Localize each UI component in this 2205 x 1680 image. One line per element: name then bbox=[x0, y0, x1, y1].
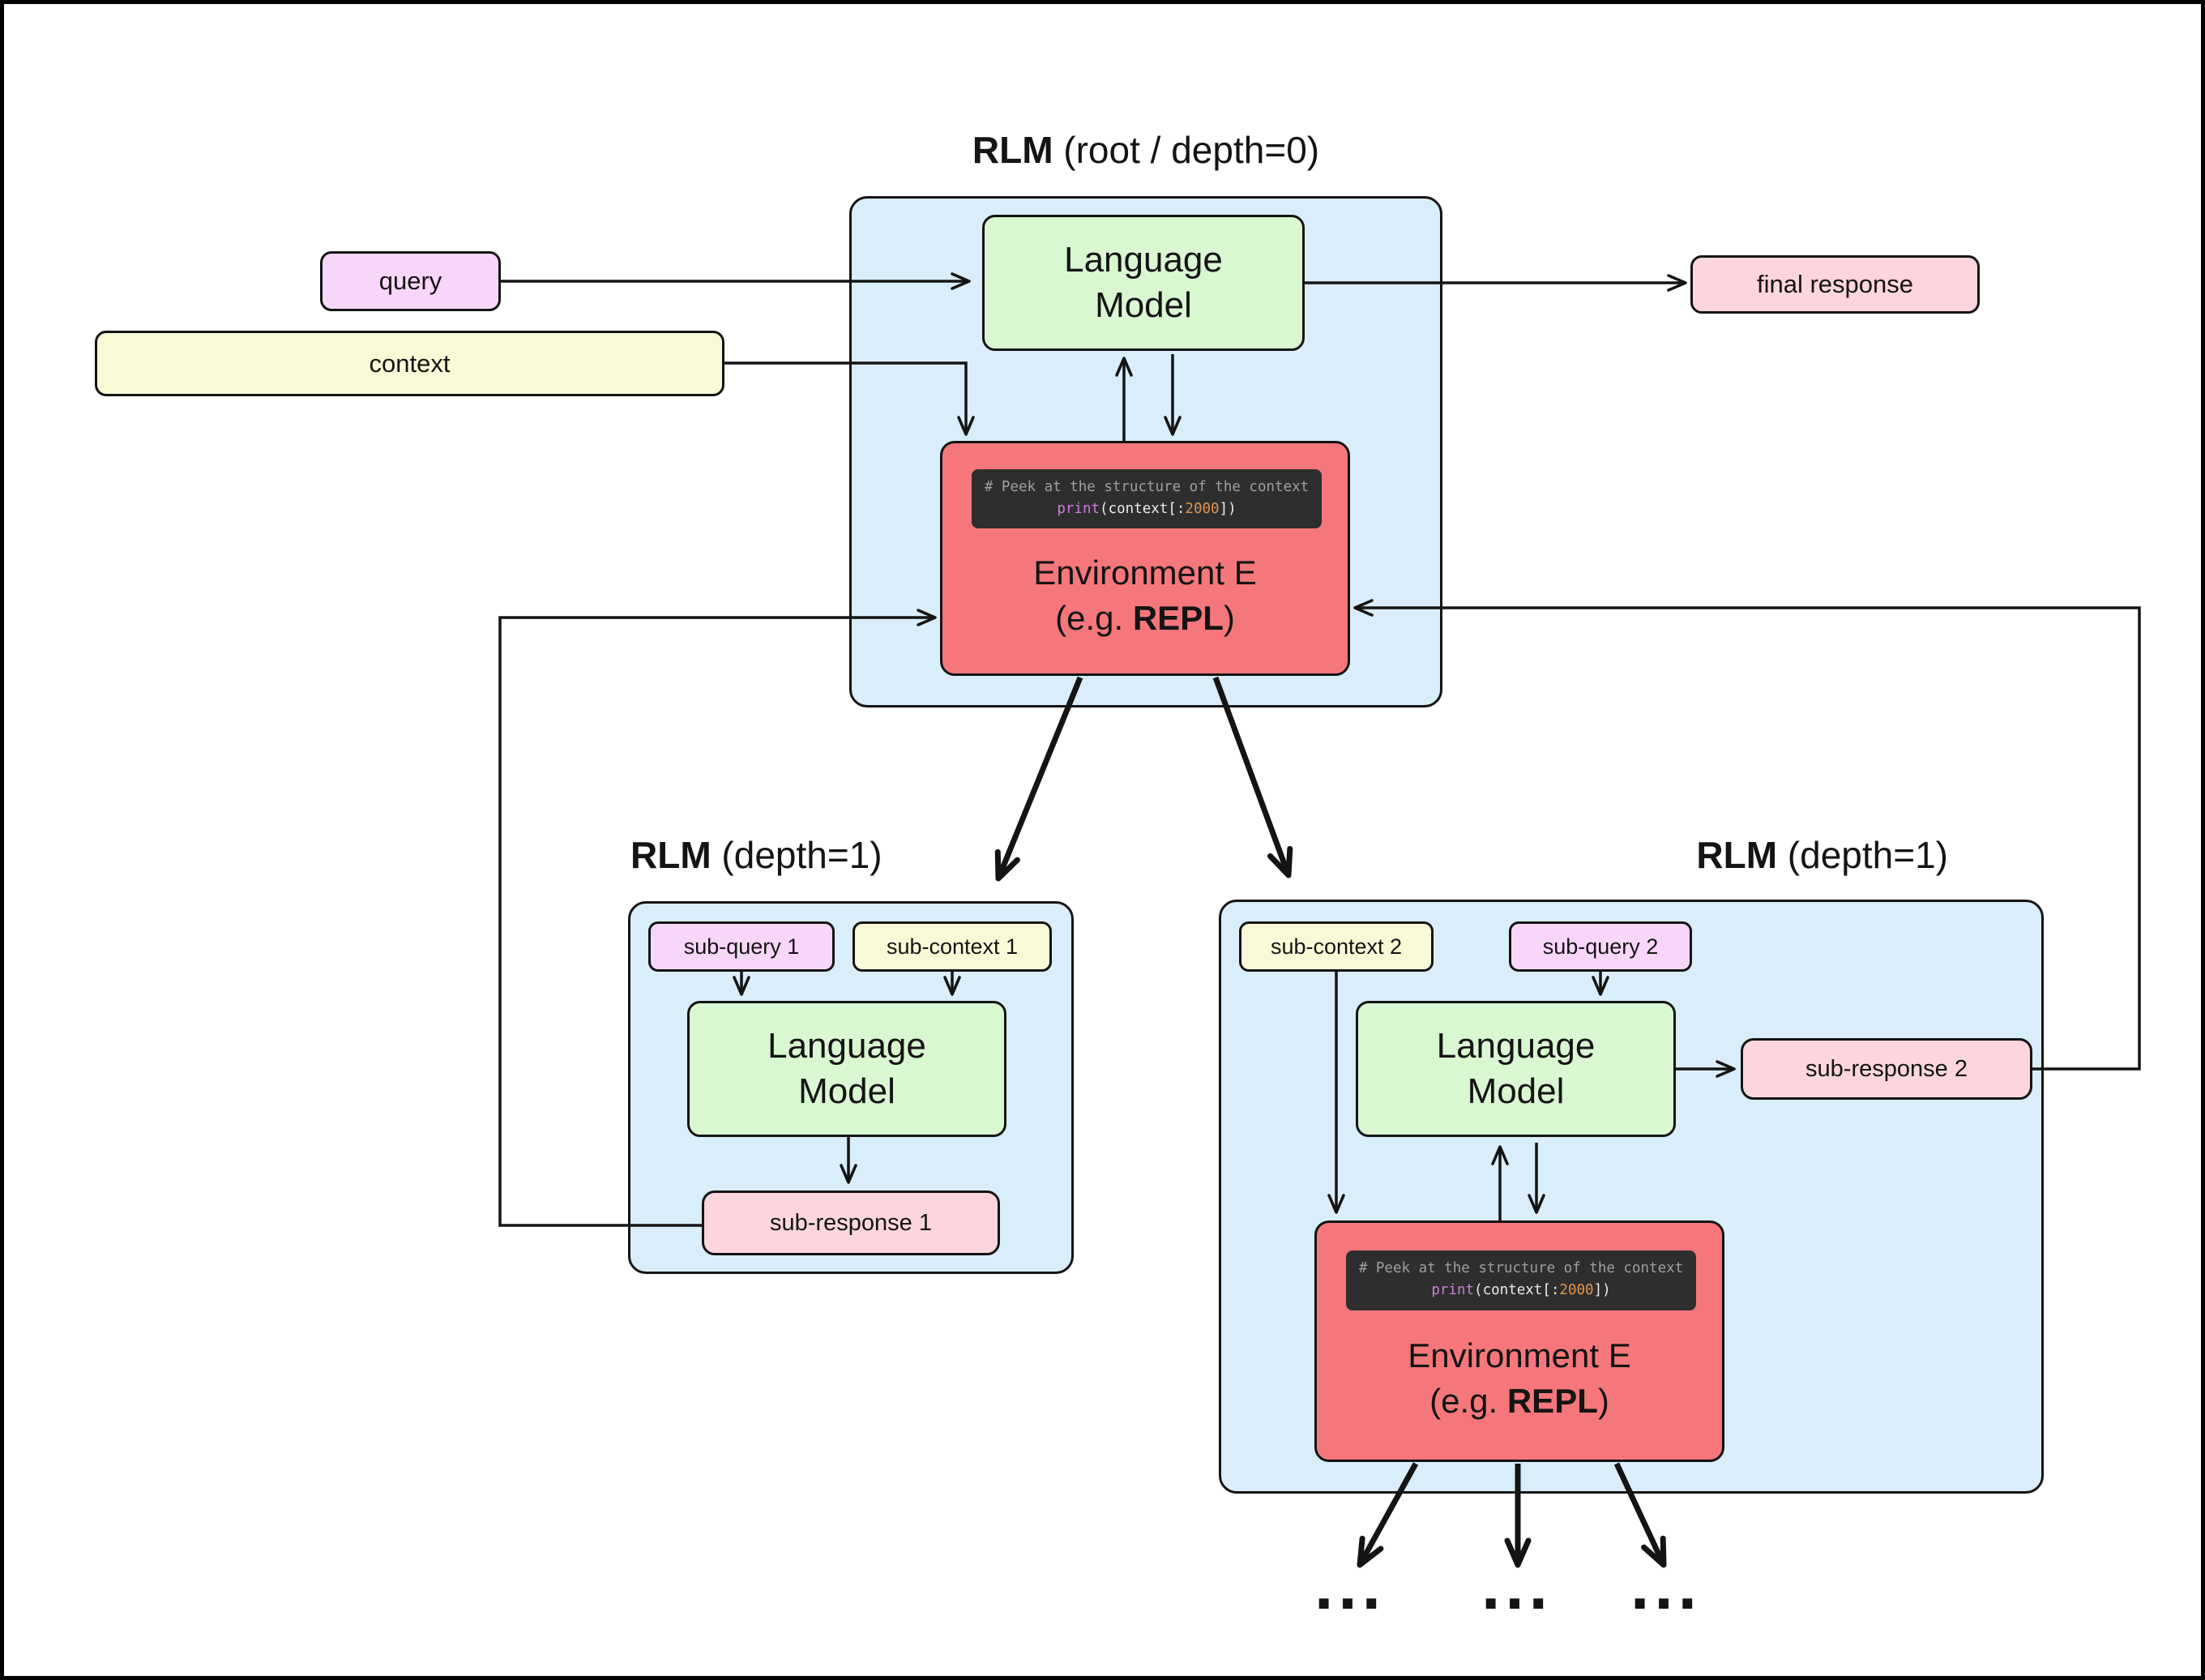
code-open: (context[: bbox=[1474, 1282, 1560, 1298]
root-language-model-label: Language Model bbox=[1064, 240, 1223, 325]
code-keyword-print: print bbox=[1057, 501, 1100, 517]
ellipsis-left: ... bbox=[1314, 1547, 1386, 1623]
eg-suffix: ) bbox=[1597, 1382, 1609, 1420]
sub2-language-model-label: Language Model bbox=[1436, 1026, 1596, 1111]
query-label: query bbox=[378, 267, 442, 295]
root-rlm-title: RLM (root / depth=0) bbox=[849, 128, 1442, 172]
root-rlm-title-rest: (root / depth=0) bbox=[1053, 129, 1320, 171]
sub1-language-model-box: Language Model bbox=[687, 1001, 1006, 1137]
sub-context1-box: sub-context 1 bbox=[853, 921, 1052, 972]
sub1-rlm-title-rest: (depth=1) bbox=[711, 834, 882, 876]
sub-query1-box: sub-query 1 bbox=[648, 921, 835, 972]
sub2-rlm-title-bold: RLM bbox=[1696, 834, 1778, 876]
sub-response1-box: sub-response 1 bbox=[702, 1191, 1000, 1255]
sub1-rlm-title: RLM (depth=1) bbox=[630, 833, 1076, 877]
root-environment-box: # Peek at the structure of the context p… bbox=[940, 441, 1350, 676]
code-close: ]) bbox=[1593, 1282, 1611, 1298]
sub2-environment-box: # Peek at the structure of the context p… bbox=[1314, 1220, 1724, 1462]
root-environment-name: Environment E bbox=[1033, 554, 1257, 592]
eg-prefix: (e.g. bbox=[1429, 1382, 1507, 1420]
sub-response2-box: sub-response 2 bbox=[1741, 1038, 2032, 1100]
ellipsis-right: ... bbox=[1630, 1547, 1702, 1623]
code-close: ]) bbox=[1219, 501, 1237, 517]
sub2-language-model-box: Language Model bbox=[1356, 1001, 1676, 1137]
sub2-environment-eg-line: (e.g. REPL) bbox=[1429, 1382, 1609, 1421]
code-open: (context[: bbox=[1100, 501, 1186, 517]
eg-suffix: ) bbox=[1223, 599, 1235, 637]
ellipsis-middle: ... bbox=[1481, 1547, 1553, 1623]
root-environment-code-snippet: # Peek at the structure of the context p… bbox=[972, 469, 1322, 528]
sub-response2-label: sub-response 2 bbox=[1805, 1055, 1968, 1082]
sub2-environment-name: Environment E bbox=[1408, 1336, 1631, 1374]
eg-prefix: (e.g. bbox=[1055, 599, 1133, 637]
sub1-language-model-label: Language Model bbox=[767, 1026, 926, 1111]
sub-query2-box: sub-query 2 bbox=[1509, 921, 1692, 972]
root-language-model-box: Language Model bbox=[982, 215, 1305, 351]
code-comment: # Peek at the structure of the context bbox=[984, 479, 1310, 495]
final-response-label: final response bbox=[1756, 270, 1913, 298]
eg-repl: REPL bbox=[1132, 599, 1224, 637]
root-environment-eg-line: (e.g. REPL) bbox=[1055, 599, 1235, 638]
sub2-rlm-title-rest: (depth=1) bbox=[1777, 834, 1948, 876]
sub-context2-label: sub-context 2 bbox=[1270, 934, 1403, 959]
sub-query1-label: sub-query 1 bbox=[683, 934, 800, 959]
sub-response1-label: sub-response 1 bbox=[770, 1209, 932, 1236]
root-rlm-title-bold: RLM bbox=[972, 129, 1053, 171]
sub-query2-label: sub-query 2 bbox=[1542, 934, 1659, 959]
code-comment: # Peek at the structure of the context bbox=[1358, 1260, 1684, 1276]
sub-context1-label: sub-context 1 bbox=[886, 934, 1019, 959]
sub2-rlm-title: RLM (depth=1) bbox=[1219, 833, 2044, 877]
sub-context2-box: sub-context 2 bbox=[1239, 921, 1434, 972]
final-response-box: final response bbox=[1690, 255, 1980, 314]
sub1-rlm-title-bold: RLM bbox=[630, 834, 711, 876]
eg-repl: REPL bbox=[1506, 1382, 1598, 1420]
code-keyword-print: print bbox=[1431, 1282, 1475, 1298]
context-label: context bbox=[369, 348, 451, 378]
context-box: context bbox=[95, 331, 724, 396]
sub2-environment-code-snippet: # Peek at the structure of the context p… bbox=[1346, 1250, 1696, 1310]
code-number: 2000 bbox=[1185, 501, 1220, 517]
query-box: query bbox=[320, 251, 501, 311]
code-number: 2000 bbox=[1559, 1282, 1594, 1298]
